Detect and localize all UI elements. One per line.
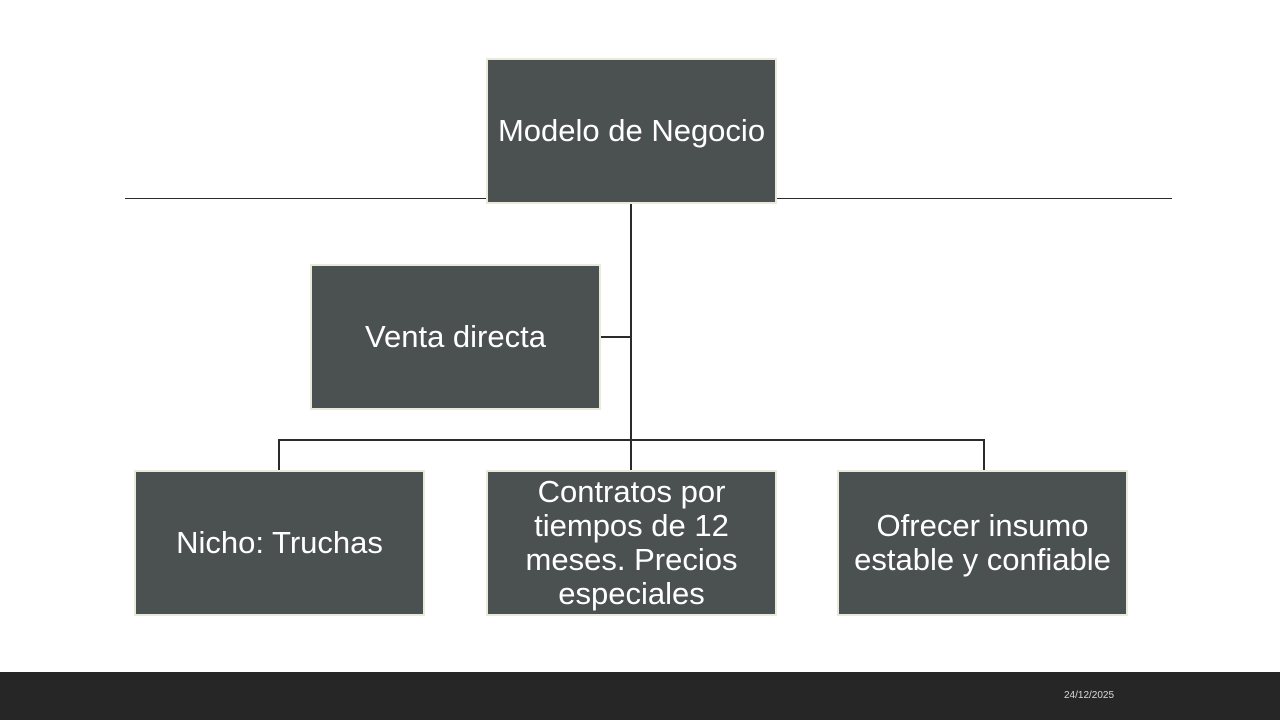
connector-drop-left <box>278 439 280 471</box>
child-node-1: Nicho: Truchas <box>134 470 425 616</box>
child-node-2-label: Contratos por tiempos de 12 meses. Preci… <box>525 474 738 611</box>
connector-trunk <box>630 203 632 441</box>
child-node-2: Contratos por tiempos de 12 meses. Preci… <box>486 470 777 616</box>
connector-drop-right <box>983 439 985 471</box>
root-node: Modelo de Negocio <box>486 58 777 204</box>
connector-side-branch <box>601 336 631 338</box>
child-node-3-label: Ofrecer insumo estable y confiable <box>854 508 1111 577</box>
root-node-label: Modelo de Negocio <box>497 113 766 148</box>
connector-drop-center <box>630 439 632 471</box>
footer-bar: 24/12/2025 <box>0 672 1280 720</box>
title-rule-right <box>776 198 1172 199</box>
footer-date: 24/12/2025 <box>1064 690 1115 701</box>
title-rule-left <box>125 198 487 199</box>
side-node: Venta directa <box>310 264 601 410</box>
child-node-1-label: Nicho: Truchas <box>176 525 383 560</box>
side-node-label: Venta directa <box>365 319 546 354</box>
child-node-3: Ofrecer insumo estable y confiable <box>837 470 1128 616</box>
